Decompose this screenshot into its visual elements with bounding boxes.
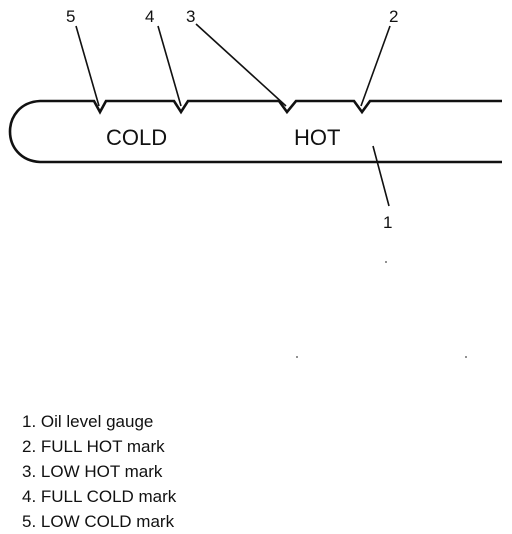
callout-number-3: 3 xyxy=(186,7,195,26)
callout-number-2: 2 xyxy=(389,7,398,26)
callout-number-4: 4 xyxy=(145,7,154,26)
cold-zone-label: COLD xyxy=(106,125,167,150)
callout-number-1: 1 xyxy=(383,213,392,232)
leader-line-1 xyxy=(372,145,390,207)
leader-line-5 xyxy=(75,25,100,107)
legend-item-1: 1. Oil level gauge xyxy=(22,412,154,431)
hot-zone-label: HOT xyxy=(294,125,340,150)
legend-item-5: 5. LOW COLD mark xyxy=(22,512,175,531)
leader-line-2 xyxy=(360,25,391,107)
scan-speck xyxy=(296,356,298,358)
legend-item-3: 3. LOW HOT mark xyxy=(22,462,163,481)
leader-line-3 xyxy=(195,23,287,107)
legend-item-4: 4. FULL COLD mark xyxy=(22,487,177,506)
oil-level-gauge-diagram: COLD HOT 5 4 3 2 1 xyxy=(8,7,502,358)
legend-item-2: 2. FULL HOT mark xyxy=(22,437,165,456)
scan-speck xyxy=(465,356,467,358)
scan-speck xyxy=(385,261,387,263)
leader-line-4 xyxy=(157,25,182,107)
callout-number-5: 5 xyxy=(66,7,75,26)
gauge-blade-outline xyxy=(8,99,502,164)
parts-legend: 1. Oil level gauge 2. FULL HOT mark 3. L… xyxy=(22,409,176,534)
